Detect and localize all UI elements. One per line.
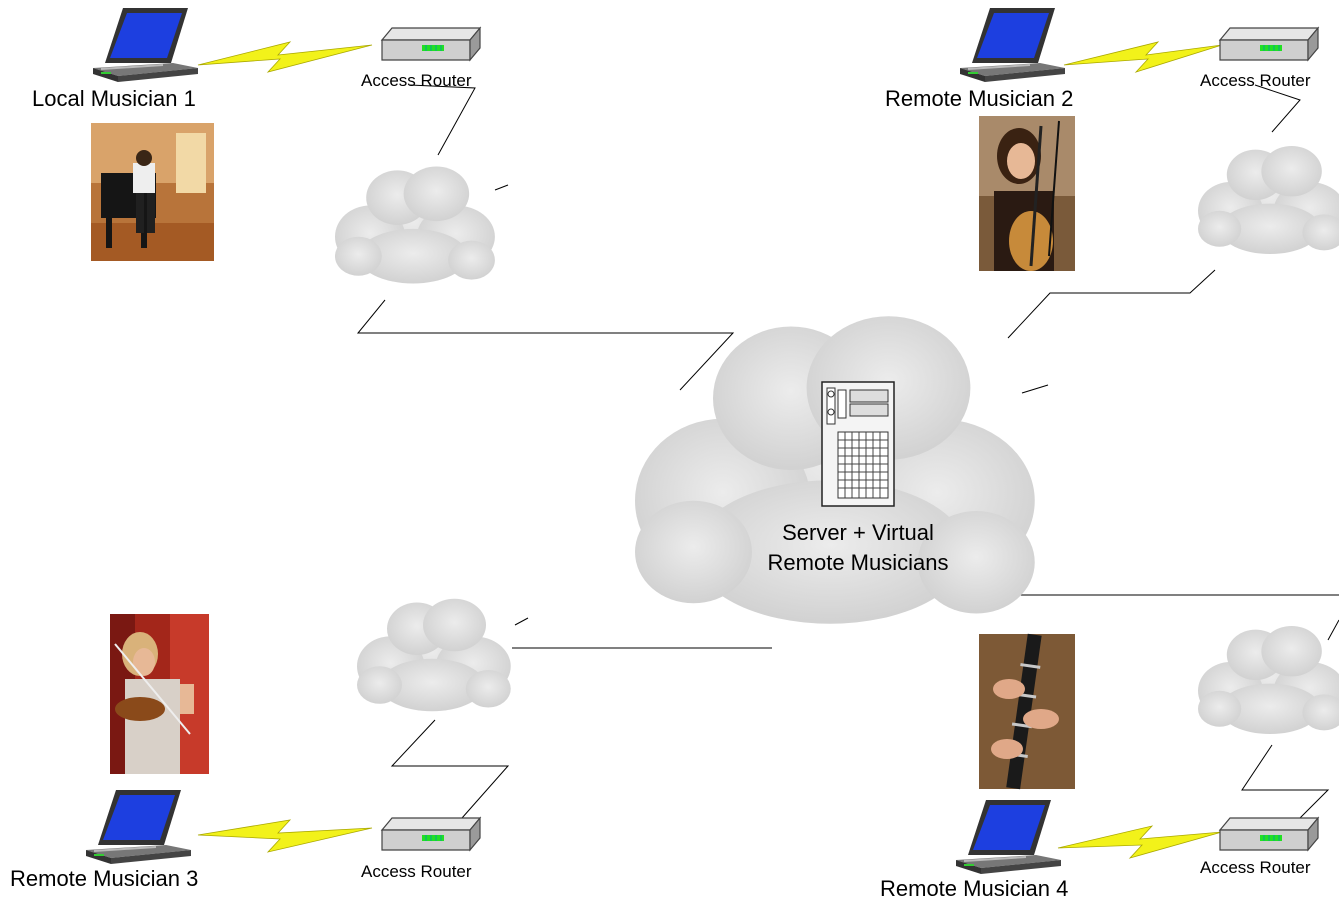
link-cloud4-top [1327,619,1339,641]
cloud-icon [1198,626,1339,734]
link-cloud4-router4 [1241,744,1330,829]
server-label-line1: Server + Virtual [782,520,934,545]
access-router-label: Access Router [1200,71,1311,90]
router-icon [1219,817,1319,851]
link-server-stub [1021,384,1049,394]
link-router1-cloud1 [409,84,476,156]
laptop-icon [85,789,192,865]
wireless-links [197,41,1223,859]
laptop-icon [955,799,1062,875]
link-server-cloud4 [983,554,1339,596]
server-label: Server + Virtual Remote Musicians [740,518,976,578]
remote-musician-4-label: Remote Musician 4 [880,876,1069,901]
router-icon [381,817,481,851]
router-icon [1219,27,1319,61]
lightning-icon [1057,825,1223,859]
local-musician-1-label: Local Musician 1 [32,86,196,111]
cloud-icon [357,598,511,712]
violinist-photo [110,614,209,774]
clarinetist-photo [979,633,1075,790]
server-label-line2: Remote Musicians [767,550,949,575]
server-icon [821,381,895,507]
access-router-label: Access Router [361,862,472,881]
cloud-icon [1198,146,1339,254]
router-icon [381,27,481,61]
link-cloud1-server [356,299,735,391]
cloud-icon [335,166,495,284]
link-cloud3-router3 [390,719,510,819]
link-cloud1-stub [494,184,509,191]
access-router-label: Access Router [361,71,472,90]
access-router-label: Access Router [1200,858,1311,877]
remote-musician-2-label: Remote Musician 2 [885,86,1074,111]
laptop-icon [92,7,199,83]
laptop-icon [959,7,1066,83]
lightning-icon [1063,41,1223,73]
link-cloud2-server [1007,269,1216,339]
lightning-icon [197,819,373,853]
link-router2-cloud2 [1254,84,1301,133]
link-cloud3-stub [514,617,529,626]
cellist-photo [979,116,1075,271]
pianist-photo [91,123,214,261]
lightning-icon [197,41,373,73]
remote-musician-3-label: Remote Musician 3 [10,866,199,891]
